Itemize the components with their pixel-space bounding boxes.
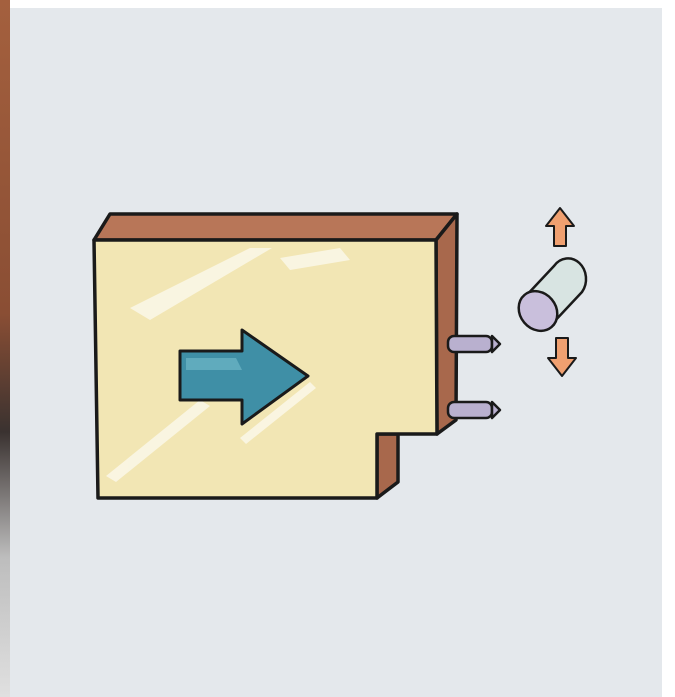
board-top-edge	[94, 214, 457, 240]
left-photo-strip	[0, 0, 10, 697]
diagram-canvas	[10, 8, 662, 697]
upper-pin	[448, 336, 500, 352]
lower-pin	[448, 402, 500, 418]
diagram-panel	[10, 8, 662, 697]
